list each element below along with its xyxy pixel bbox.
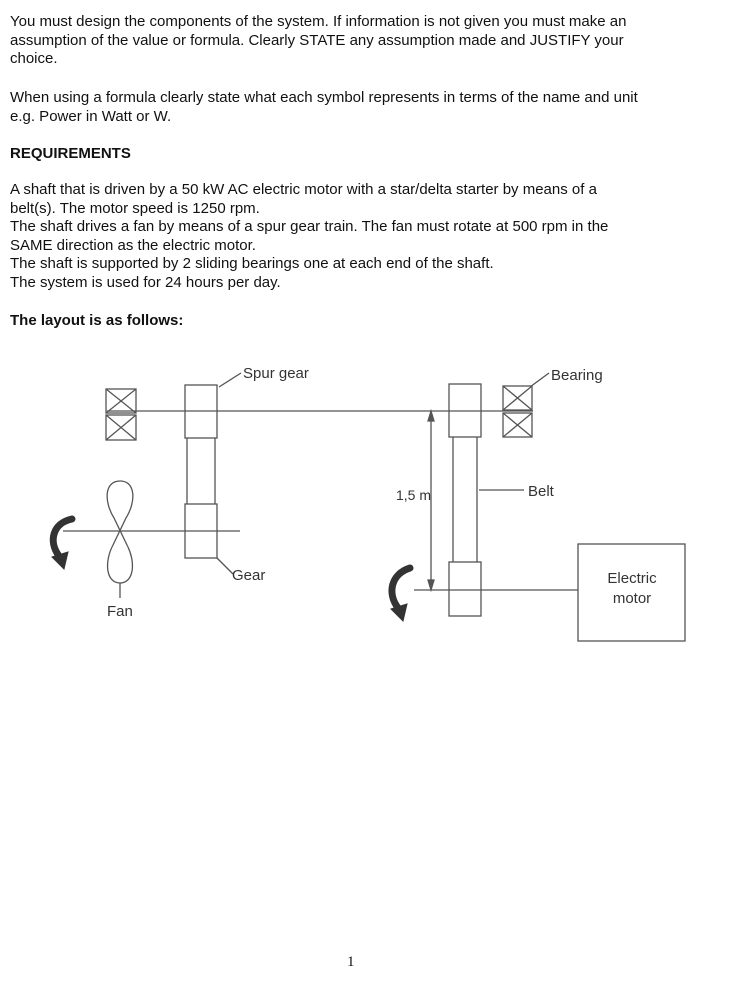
right-bearing (502, 385, 533, 438)
formula-note-line: When using a formula clearly state what … (10, 89, 638, 106)
electric-motor (577, 543, 686, 642)
belt-label: Belt (528, 483, 555, 500)
spur-gear-label: Spur gear (243, 365, 309, 382)
requirements-line: SAME direction as the electric motor. (10, 236, 256, 254)
requirements-line: The system is used for 24 hours per day. (10, 273, 281, 291)
gear-label: Gear (232, 567, 265, 584)
motor-label-line1: Electric (607, 570, 657, 587)
intro-line: choice. (10, 50, 58, 67)
requirements-heading: REQUIREMENTS (10, 145, 131, 162)
distance-dimension (427, 408, 435, 593)
distance-label: 1,5 m (396, 487, 431, 503)
intro-line: assumption of the value or formula. Clea… (10, 31, 624, 49)
fan-label: Fan (107, 603, 133, 620)
requirements-line: The shaft drives a fan by means of a spu… (10, 218, 609, 235)
gear-leader (216, 557, 234, 575)
intro-paragraph: You must design the components of the sy… (10, 13, 710, 69)
motor-rotation-arrow-icon (388, 564, 414, 622)
fan-blades (106, 480, 134, 584)
requirements-paragraph: A shaft that is driven by a 50 kW AC ele… (10, 181, 710, 292)
page-number: 1 (347, 954, 355, 970)
motor-label-line2: motor (613, 590, 651, 607)
fan-rotation-arrow-icon (49, 515, 76, 570)
bearing-leader (529, 372, 550, 388)
spur-gear-leader (218, 372, 242, 388)
intro-line: You must design the components of the sy… (10, 13, 627, 30)
bearing-label: Bearing (551, 367, 603, 384)
spur-gear (184, 384, 218, 439)
layout-heading: The layout is as follows: (10, 312, 184, 329)
formula-note-paragraph: When using a formula clearly state what … (10, 89, 710, 126)
motor-pulley (448, 561, 482, 617)
shaft-pulley (448, 383, 482, 438)
formula-note-line: e.g. Power in Watt or W. (10, 107, 172, 125)
requirements-line: A shaft that is driven by a 50 kW AC ele… (10, 181, 597, 198)
left-bearing (105, 388, 137, 441)
requirements-line: belt(s). The motor speed is 1250 rpm. (10, 199, 260, 217)
requirements-line: The shaft is supported by 2 sliding bear… (10, 255, 494, 272)
system-layout-diagram: Spur gear Bearing Belt 1,5 m Gear Fan El… (49, 365, 686, 642)
